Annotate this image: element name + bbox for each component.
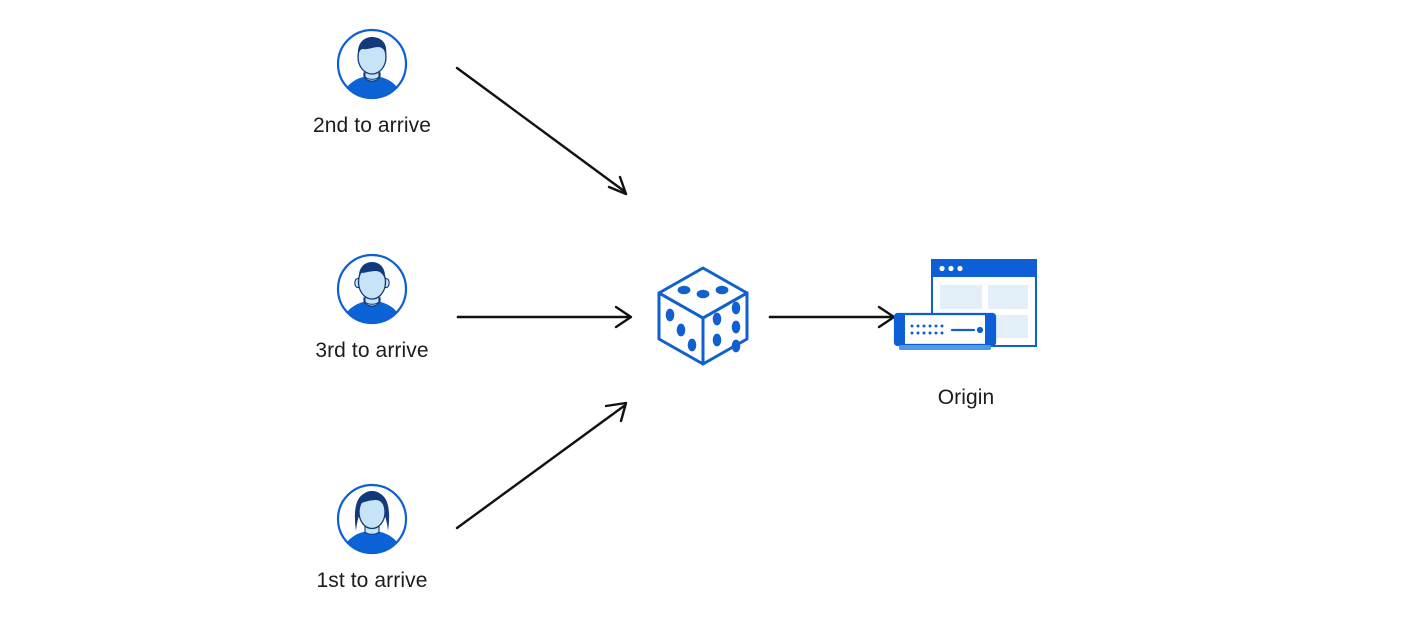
server-port-dots — [910, 324, 944, 335]
node-label: 2nd to arrive — [312, 114, 432, 137]
user-avatar-icon — [334, 481, 410, 557]
node-label: Origin — [937, 386, 995, 409]
user-avatar-icon — [334, 251, 410, 327]
node-client-2nd: 2nd to arrive — [282, 26, 462, 138]
dice-right-pips — [712, 301, 741, 353]
browser-title-dots — [939, 265, 963, 272]
dice-icon — [651, 262, 755, 370]
node-label: 3rd to arrive — [315, 339, 429, 362]
node-label: 1st to arrive — [316, 569, 428, 592]
origin-server-icon — [890, 252, 1042, 370]
node-origin: Origin — [886, 252, 1046, 410]
node-client-1st: 1st to arrive — [282, 481, 462, 593]
arrow-2nd-to-dice — [455, 66, 628, 196]
user-avatar-icon — [334, 26, 410, 102]
node-randomizer — [648, 262, 758, 370]
server-appliance-icon — [893, 312, 997, 350]
browser-window-icon — [931, 259, 1037, 347]
server-led-icon — [976, 326, 984, 334]
dice-top-pips — [677, 285, 729, 299]
arrow-1st-to-dice — [455, 401, 628, 530]
dice-left-pips — [665, 308, 697, 352]
arrow-3rd-to-dice — [456, 305, 633, 329]
arrow-dice-to-origin — [768, 305, 896, 329]
node-client-3rd: 3rd to arrive — [282, 251, 462, 363]
